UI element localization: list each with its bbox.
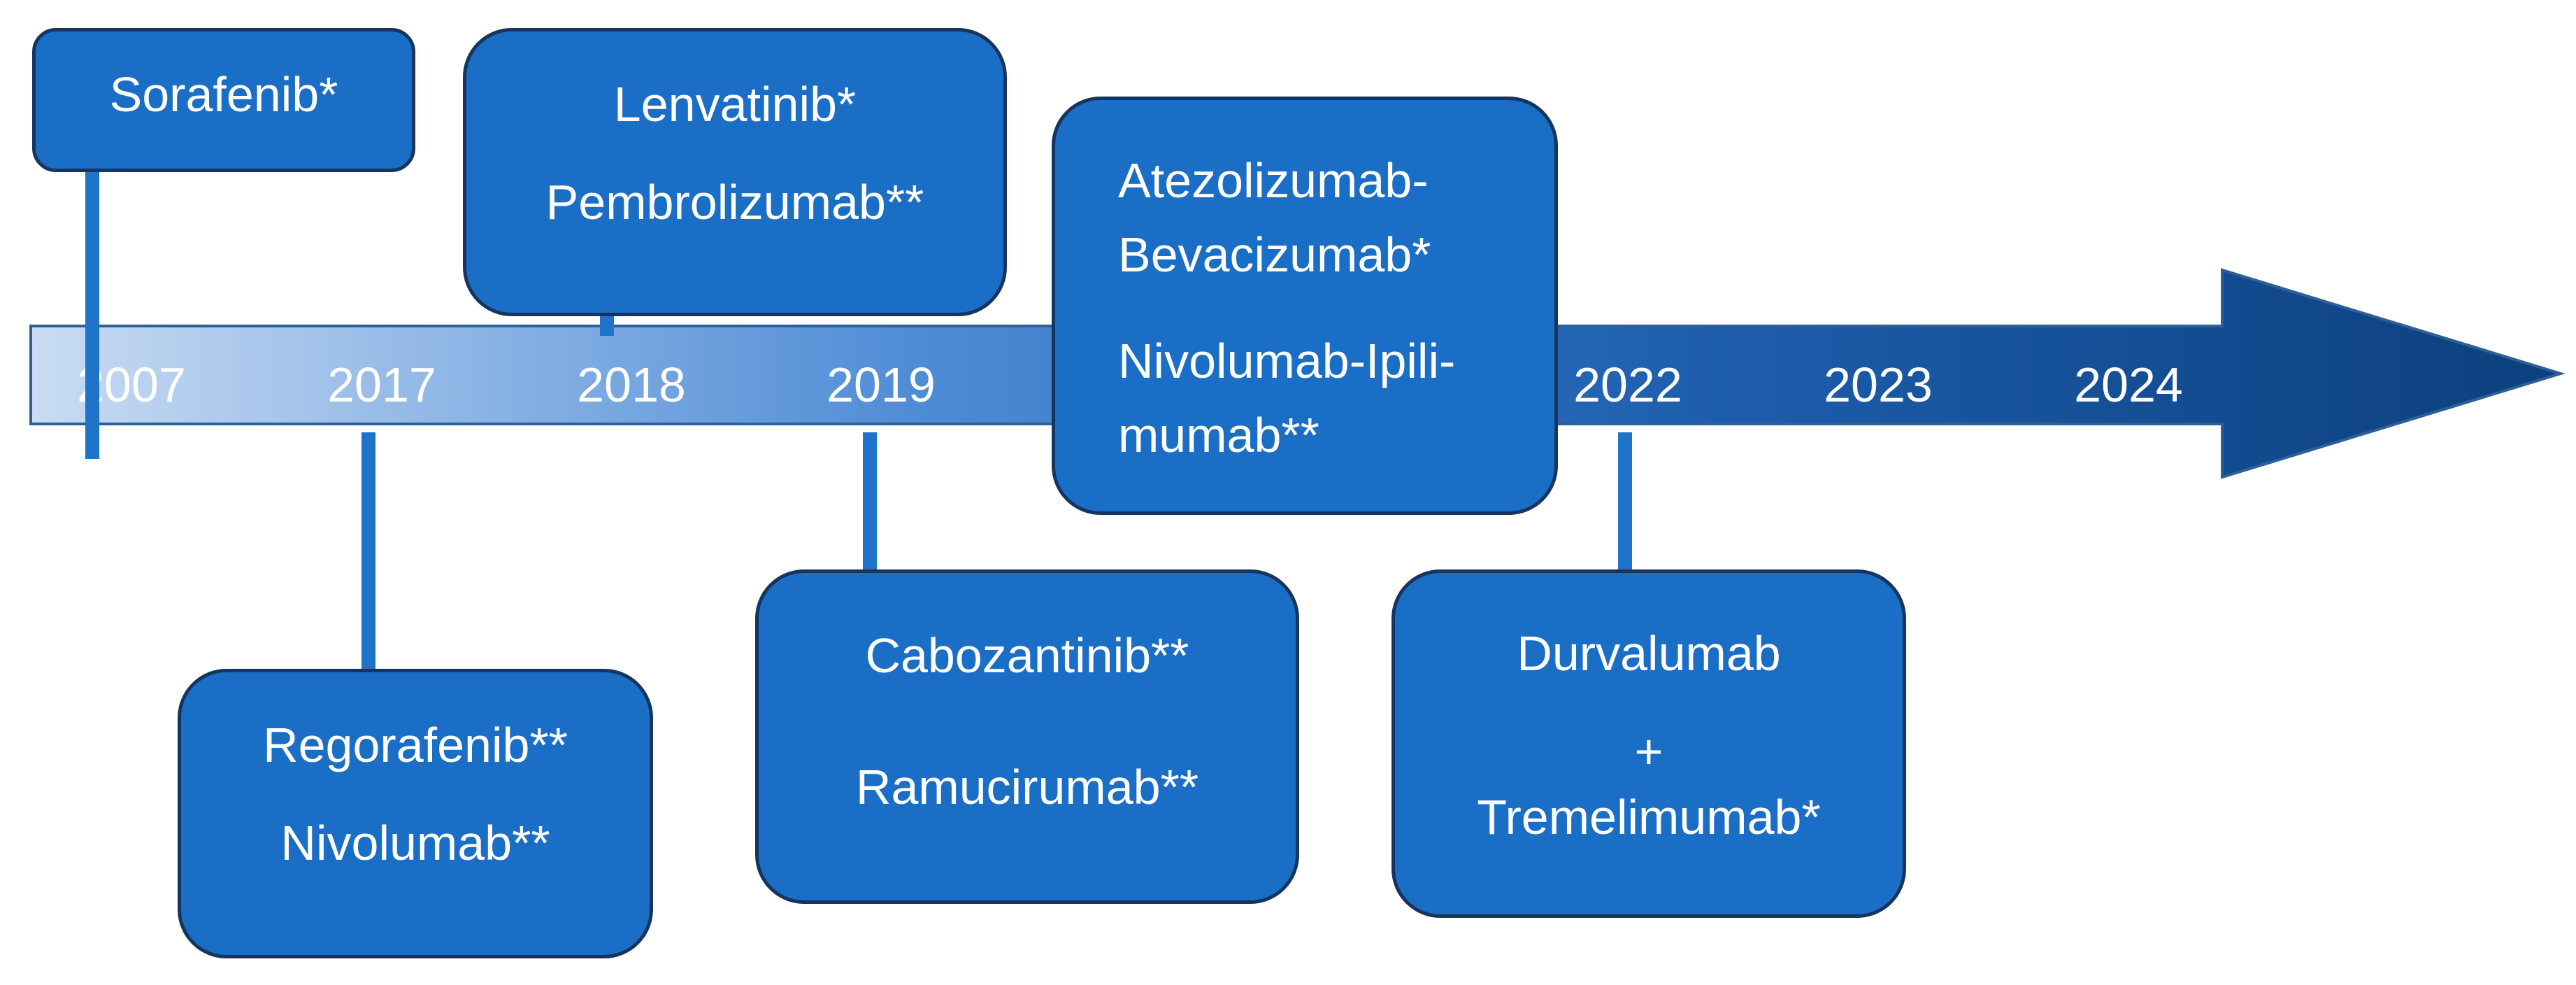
drug-label-tremelimumab: Tremelimumab* xyxy=(1477,790,1821,844)
drug-label-bevacizumab: Bevacizumab* xyxy=(1118,227,1431,282)
drug-label-regorafenib: Regorafenib** xyxy=(263,718,568,772)
drug-label-mumab: mumab** xyxy=(1118,408,1319,462)
drug-label-pembrolizumab: Pembrolizumab** xyxy=(545,175,924,229)
event-box-atezolizumab-bevacizumab-nivolumab-ipilimumab: Atezolizumab- Bevacizumab* Nivolumab-Ipi… xyxy=(1052,97,1558,515)
event-box-durvalumab-tremelimumab: Durvalumab + Tremelimumab* xyxy=(1391,569,1906,918)
year-label-2023: 2023 xyxy=(1824,357,1933,412)
event-box-lenvatinib-pembrolizumab: Lenvatinib* Pembrolizumab** xyxy=(463,28,1007,316)
drug-label-atezolizumab: Atezolizumab- xyxy=(1118,153,1429,208)
drug-label-ramucirumab: Ramucirumab** xyxy=(855,760,1199,814)
event-box-cabozantinib-ramucirumab: Cabozantinib** Ramucirumab** xyxy=(755,569,1299,904)
connector-2019 xyxy=(863,432,877,571)
year-label-2018: 2018 xyxy=(577,357,686,412)
year-label-2024: 2024 xyxy=(2074,357,2183,412)
connector-2017 xyxy=(362,432,375,672)
plus-sign: + xyxy=(1634,724,1663,779)
drug-label-nivolumab-ipili: Nivolumab-Ipili- xyxy=(1118,334,1456,388)
connector-2007 xyxy=(85,168,99,459)
drug-label-durvalumab: Durvalumab xyxy=(1517,626,1781,681)
connector-2022 xyxy=(1618,432,1632,571)
drug-label-sorafenib: Sorafenib* xyxy=(109,67,338,122)
event-box-sorafenib: Sorafenib* xyxy=(32,28,415,172)
year-label-2007: 2007 xyxy=(77,357,186,412)
year-label-2019: 2019 xyxy=(827,357,936,412)
event-box-regorafenib-nivolumab: Regorafenib** Nivolumab** xyxy=(178,669,653,958)
drug-label-cabozantinib: Cabozantinib** xyxy=(865,628,1189,683)
year-label-2022: 2022 xyxy=(1573,357,1682,412)
connector-2018 xyxy=(600,315,614,336)
year-label-2017: 2017 xyxy=(327,357,436,412)
drug-label-nivolumab: Nivolumab** xyxy=(280,816,550,870)
drug-label-lenvatinib: Lenvatinib* xyxy=(613,77,857,132)
